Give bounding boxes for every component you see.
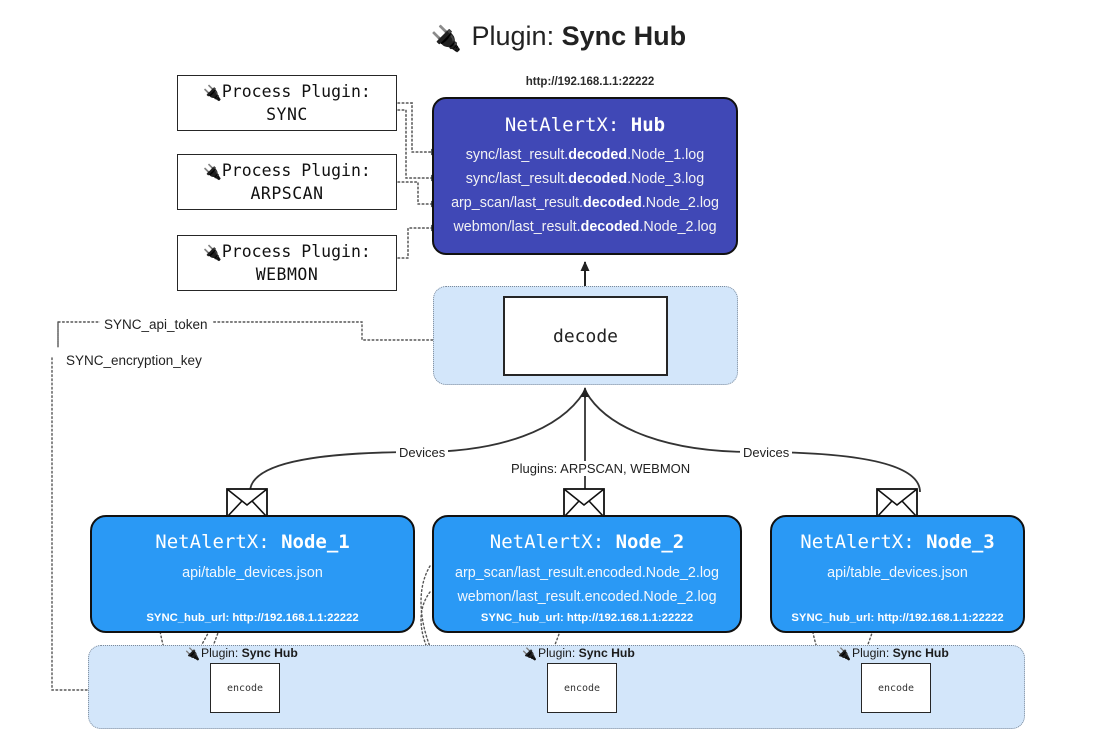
process-plugin-webmon[interactable]: 🔌Process Plugin: WEBMON (177, 235, 397, 291)
encoder-2-caption: 🔌Plugin: Sync Hub (522, 646, 635, 661)
process-plugin-sync[interactable]: 🔌Process Plugin: SYNC (177, 75, 397, 131)
hub-log-line: sync/last_result.decoded.Node_3.log (465, 171, 705, 187)
node-box-node-1[interactable]: NetAlertX: Node_1 api/table_devices.json… (90, 515, 415, 633)
node-line: arp_scan/last_result.encoded.Node_2.log (455, 565, 719, 581)
envelope-icon (876, 488, 918, 523)
node-2-footer: SYNC_hub_url: http://192.168.1.1:22222 (480, 612, 694, 624)
hub-url-label: http://192.168.1.1:22222 (525, 76, 655, 88)
process-plugin-sync-name: SYNC (266, 105, 308, 124)
node-2-lines: arp_scan/last_result.encoded.Node_2.log … (434, 563, 740, 608)
encode-box-node-1[interactable]: encode (210, 663, 280, 713)
plug-icon: 🔌 (203, 163, 222, 181)
plug-icon: 🔌 (203, 244, 222, 262)
encoder-1-caption: 🔌Plugin: Sync Hub (185, 646, 298, 661)
envelope-icon (563, 488, 605, 523)
hub-title: NetAlertX: Hub (504, 114, 666, 136)
node-2-title: NetAlertX: Node_2 (489, 531, 685, 553)
hub-log-line: webmon/last_result.decoded.Node_2.log (453, 219, 717, 235)
hub-log-list: sync/last_result.decoded.Node_1.log sync… (434, 145, 736, 238)
encode-box-node-3[interactable]: encode (861, 663, 931, 713)
node-3-title: NetAlertX: Node_3 (800, 531, 995, 553)
page-title: 🔌 Plugin: Sync Hub (0, 18, 1117, 57)
encoder-3-caption: 🔌Plugin: Sync Hub (836, 646, 949, 661)
hub-log-line: arp_scan/last_result.decoded.Node_2.log (451, 195, 719, 211)
process-plugin-arpscan-header: 🔌Process Plugin: (203, 161, 371, 181)
decode-box[interactable]: decode (503, 296, 668, 376)
flow-label-devices-left: Devices (396, 445, 449, 460)
encode-box-node-2[interactable]: encode (547, 663, 617, 713)
plug-icon: 🔌 (430, 25, 462, 53)
process-plugin-arpscan-name: ARPSCAN (250, 184, 324, 203)
hub-log-line: sync/last_result.decoded.Node_1.log (465, 147, 705, 163)
plug-icon: 🔌 (836, 647, 851, 661)
node-3-footer: SYNC_hub_url: http://192.168.1.1:22222 (791, 612, 1004, 624)
node-1-footer: SYNC_hub_url: http://192.168.1.1:22222 (146, 612, 359, 624)
sync-encryption-key-label: SYNC_encryption_key (62, 353, 206, 368)
node-3-lines: api/table_devices.json (772, 563, 1023, 584)
sync-api-token-label: SYNC_api_token (100, 317, 212, 332)
process-plugin-webmon-header: 🔌Process Plugin: (203, 242, 371, 262)
flow-label-devices-right: Devices (740, 445, 793, 460)
node-line: api/table_devices.json (827, 565, 968, 581)
node-box-node-2[interactable]: NetAlertX: Node_2 arp_scan/last_result.e… (432, 515, 742, 633)
process-plugin-sync-header: 🔌Process Plugin: (203, 82, 371, 102)
plug-icon: 🔌 (203, 84, 222, 102)
flow-label-plugins-center: Plugins: ARPSCAN, WEBMON (508, 461, 694, 476)
node-box-node-3[interactable]: NetAlertX: Node_3 api/table_devices.json… (770, 515, 1025, 633)
process-plugin-webmon-name: WEBMON (255, 265, 319, 284)
plug-icon: 🔌 (522, 647, 537, 661)
node-1-lines: api/table_devices.json (92, 563, 413, 584)
node-line: api/table_devices.json (182, 565, 323, 581)
envelope-icon (226, 488, 268, 523)
title-name: Sync Hub (561, 21, 687, 51)
hub-node[interactable]: NetAlertX: Hub sync/last_result.decoded.… (432, 97, 738, 255)
plug-icon: 🔌 (185, 647, 200, 661)
process-plugin-arpscan[interactable]: 🔌Process Plugin: ARPSCAN (177, 154, 397, 210)
node-1-title: NetAlertX: Node_1 (155, 531, 350, 553)
title-prefix: Plugin: (471, 21, 555, 51)
node-line: webmon/last_result.encoded.Node_2.log (457, 589, 717, 605)
